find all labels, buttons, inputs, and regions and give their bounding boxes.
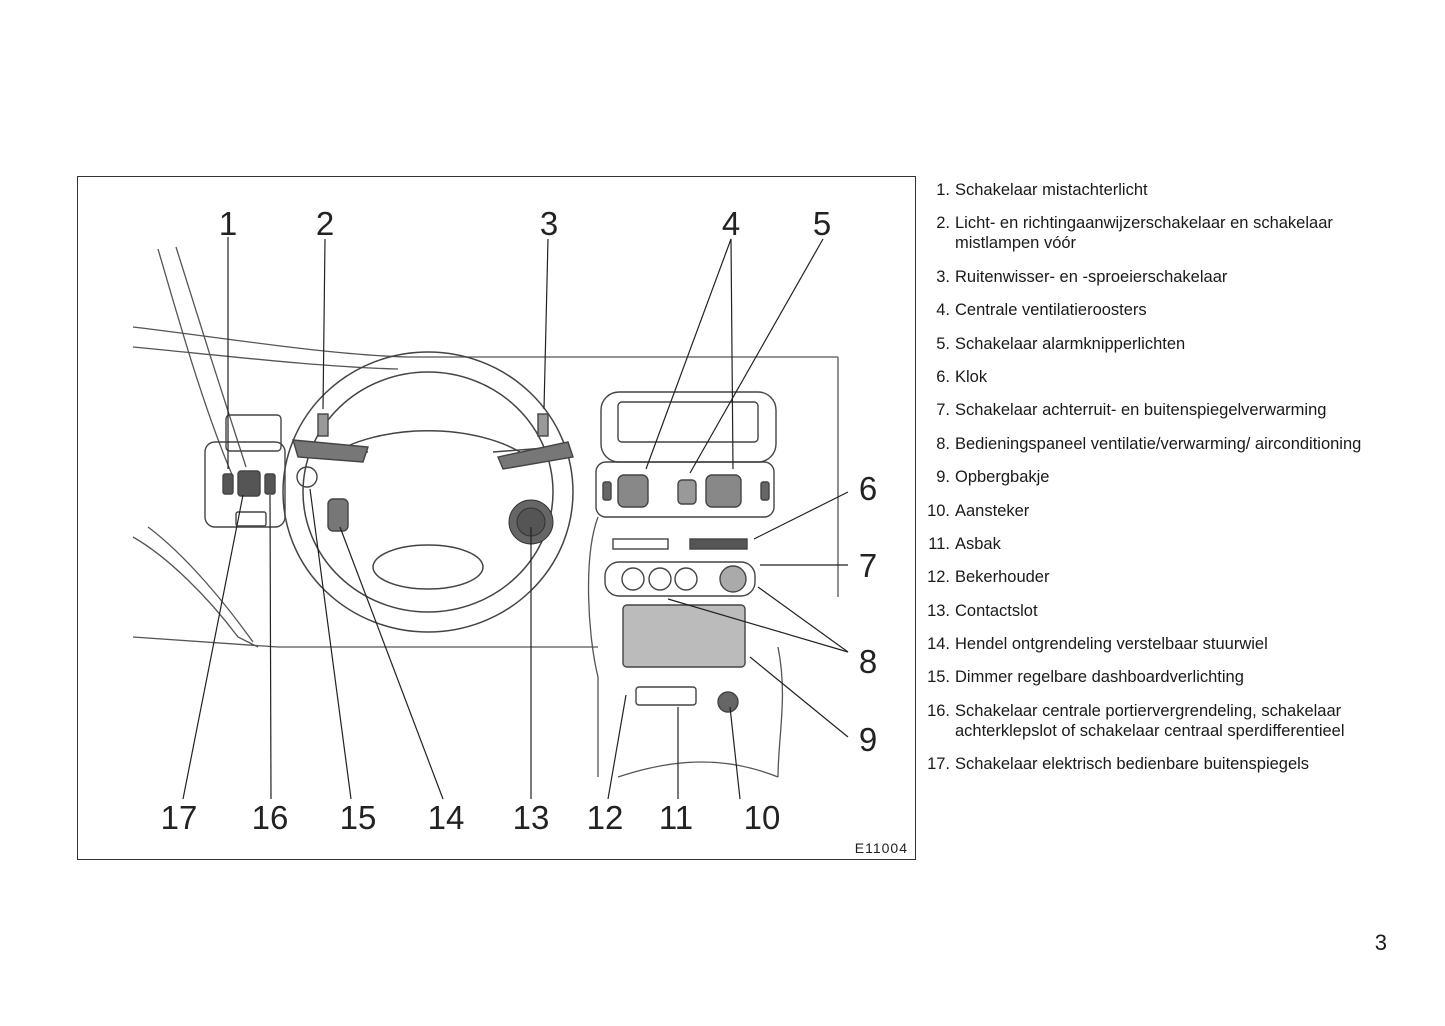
legend-text: Asbak: [955, 534, 1001, 553]
callout-14: 14: [428, 799, 465, 836]
legend-text: Schakelaar centrale portiervergrendeling…: [955, 701, 1345, 740]
legend-text: Aansteker: [955, 501, 1030, 520]
legend-number: 8.: [936, 434, 950, 453]
legend-number: 1.: [936, 181, 950, 199]
legend-number: 12.: [927, 568, 950, 587]
callout-8: 8: [859, 643, 877, 680]
callout-7: 7: [859, 547, 877, 584]
left-switch-panel: [204, 414, 286, 528]
dashboard-lines: [132, 246, 839, 778]
callout-4: 4: [722, 205, 740, 242]
callout-9: 9: [859, 721, 877, 758]
callout-6: 6: [859, 470, 877, 507]
legend-text: Opbergbakje: [955, 468, 1050, 487]
legend-number: 10.: [927, 501, 950, 520]
legend-item: 12. Bekerhouder: [918, 567, 1398, 587]
legend-number: 14.: [927, 635, 950, 654]
legend-item: 3. Ruitenwisser- en -sproeierschakelaar: [918, 267, 1398, 287]
callout-17: 17: [161, 799, 198, 836]
callout-12: 12: [587, 799, 624, 836]
legend-item: 16. Schakelaar centrale portiervergrendel…: [918, 701, 1398, 741]
legend-number: 13.: [927, 601, 950, 620]
legend-item: 1. Schakelaar mistachterlicht: [918, 180, 1398, 200]
legend-item: 14. Hendel ontgrendeling verstelbaar stuu…: [918, 634, 1398, 654]
steering-wheel: [282, 351, 574, 633]
dimmer-and-lever: [296, 466, 349, 532]
legend-item: 8. Bedieningspaneel ventilatie/verwarming…: [918, 434, 1398, 454]
legend-item: 11. Asbak: [918, 534, 1398, 554]
figure-code: E11004: [855, 840, 908, 856]
legend-text: Bekerhouder: [955, 568, 1050, 587]
callout-10: 10: [744, 799, 781, 836]
legend-item: 5. Schakelaar alarmknipperlichten: [918, 334, 1398, 354]
center-console: [595, 391, 777, 713]
legend-text: Schakelaar mistachterlicht: [955, 181, 1148, 199]
legend-number: 3.: [936, 267, 950, 286]
legend-item: 4. Centrale ventilatieroosters: [918, 300, 1398, 320]
legend-number: 6.: [936, 367, 950, 386]
legend-number: 16.: [927, 701, 950, 720]
legend-text: Dimmer regelbare dashboardverlichting: [955, 668, 1244, 687]
legend-list: 1. Schakelaar mistachterlicht 2. Licht- en…: [918, 180, 1398, 788]
steering-stalks: [292, 413, 574, 470]
legend-number: 2.: [936, 214, 950, 233]
legend-item: 2. Licht- en richtingaanwijzerschakelaar …: [918, 213, 1398, 253]
legend-text: Klok: [955, 367, 988, 386]
legend-text: Licht- en richtingaanwijzerschakelaar en…: [955, 214, 1333, 253]
legend-text: Bedieningspaneel ventilatie/verwarming/ …: [955, 434, 1362, 453]
dashboard-illustration: 1 2 3 4 5 6 7 8 9 10 11 12 13 14 15 16 1…: [77, 176, 916, 860]
legend-text: Schakelaar elektrisch bedienbare buitens…: [955, 755, 1310, 774]
legend-text: Ruitenwisser- en -sproeierschakelaar: [955, 267, 1228, 286]
callout-13: 13: [513, 799, 550, 836]
legend-item: 13. Contactslot: [918, 601, 1398, 621]
callout-15: 15: [340, 799, 377, 836]
legend-text: Schakelaar alarmknipperlichten: [955, 334, 1186, 353]
legend-number: 15.: [927, 668, 950, 687]
legend-number: 11.: [928, 534, 950, 553]
callout-2: 2: [316, 205, 334, 242]
legend-item: 9. Opbergbakje: [918, 467, 1398, 487]
legend-number: 7.: [936, 401, 950, 420]
legend-item: 10. Aansteker: [918, 501, 1398, 521]
legend-text: Schakelaar achterruit- en buitenspiegelv…: [955, 401, 1327, 420]
dashboard-drawing: 1 2 3 4 5 6 7 8 9 10 11 12 13 14 15 16 1…: [132, 205, 908, 856]
callout-11: 11: [659, 799, 693, 836]
legend-item: 15. Dimmer regelbare dashboardverlichting: [918, 667, 1398, 687]
legend-item: 6. Klok: [918, 367, 1398, 387]
legend-text: Centrale ventilatieroosters: [955, 301, 1147, 320]
leader-lines: [182, 237, 849, 800]
callout-1: 1: [219, 205, 237, 242]
callout-5: 5: [813, 205, 831, 242]
ignition-switch: [508, 499, 554, 545]
page-number: 3: [1374, 930, 1387, 955]
legend-number: 9.: [936, 468, 950, 487]
legend-item: 17. Schakelaar elektrisch bedienbare buit…: [918, 754, 1398, 774]
callout-16: 16: [252, 799, 289, 836]
legend-text: Hendel ontgrendeling verstelbaar stuurwi…: [955, 635, 1268, 654]
callout-3: 3: [540, 205, 558, 242]
legend-number: 4.: [936, 301, 950, 320]
legend-number: 17.: [927, 755, 950, 774]
legend-item: 7. Schakelaar achterruit- en buitenspiege…: [918, 400, 1398, 420]
legend-text: Contactslot: [955, 601, 1038, 620]
legend-number: 5.: [936, 334, 950, 353]
